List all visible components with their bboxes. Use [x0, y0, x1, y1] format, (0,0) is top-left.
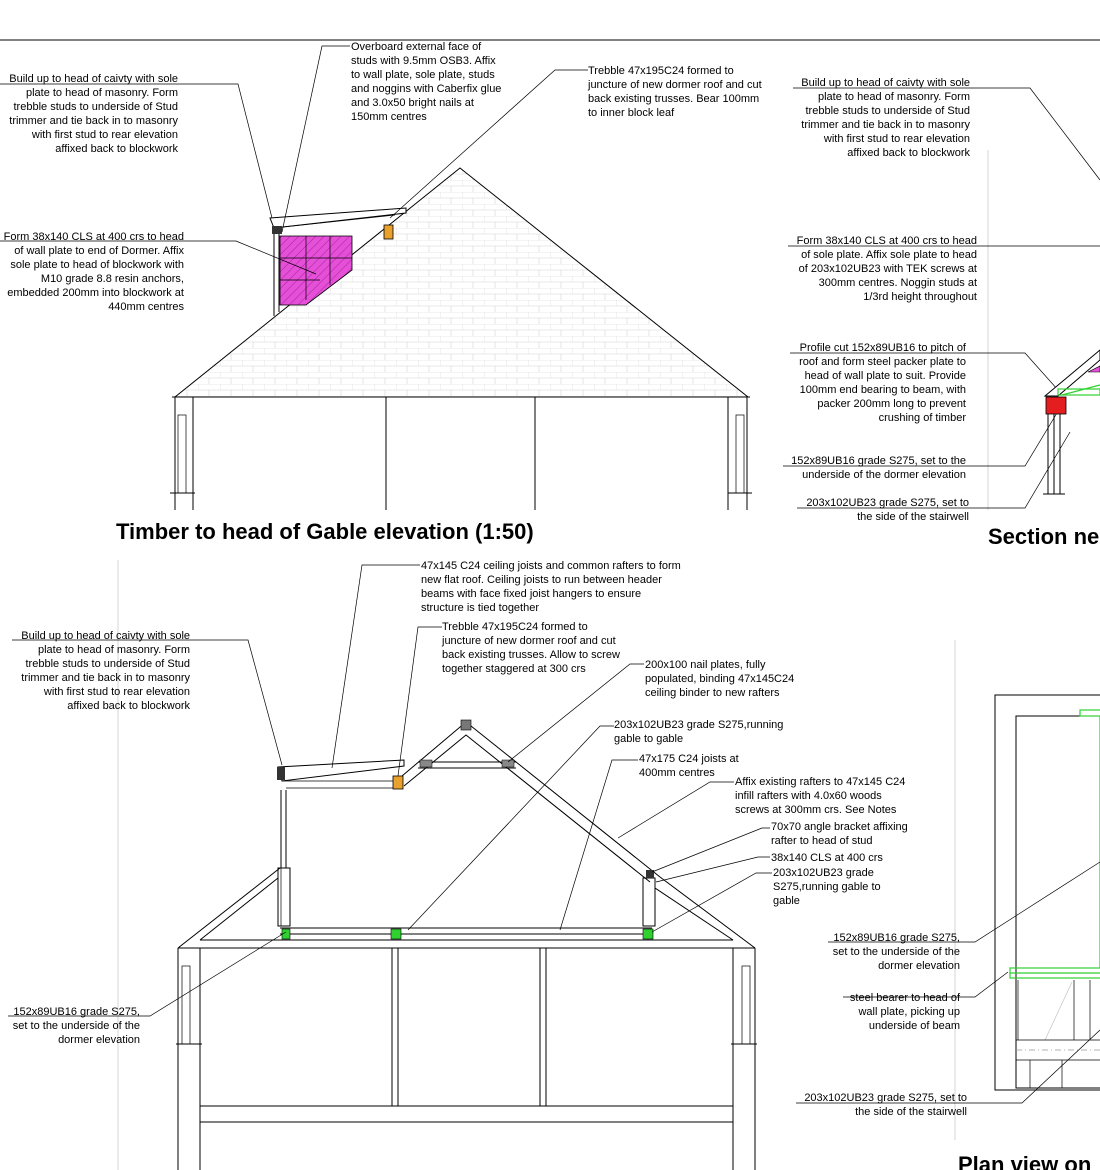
plan-view-drawing — [796, 640, 1100, 1140]
title-gable-elevation: Timber to head of Gable elevation (1:50) — [116, 519, 534, 544]
note-plan-152ub: 152x89UB16 grade S275,set to the undersi… — [833, 932, 960, 972]
plan-outer-wall — [994, 694, 1100, 1091]
trebble-timber-block-b — [392, 775, 404, 790]
steel-section-red — [1045, 396, 1067, 415]
gable-roof-tiles — [173, 167, 750, 398]
trebble-timber-block — [383, 224, 394, 240]
note-b-joists-rafters: 47x145 C24 ceiling joists and common raf… — [421, 560, 681, 614]
dormer-flat-roof — [269, 207, 407, 229]
dormer-cheek-hatch — [279, 235, 353, 306]
section-roof-pitch — [1043, 349, 1100, 397]
title-plan-view: Plan view on — [958, 1152, 1091, 1170]
note-b-152-left: 152x89UB16 grade S275,set to the undersi… — [13, 1006, 140, 1046]
section-drawing — [783, 87, 1100, 510]
title-section: Section ne — [988, 524, 1099, 549]
new-flat-roof — [277, 759, 405, 782]
gable-elevation-drawing — [0, 45, 752, 510]
dormer-section-drawing — [8, 560, 772, 1170]
note-b-38x140: 38x140 CLS at 400 crs — [771, 852, 883, 864]
